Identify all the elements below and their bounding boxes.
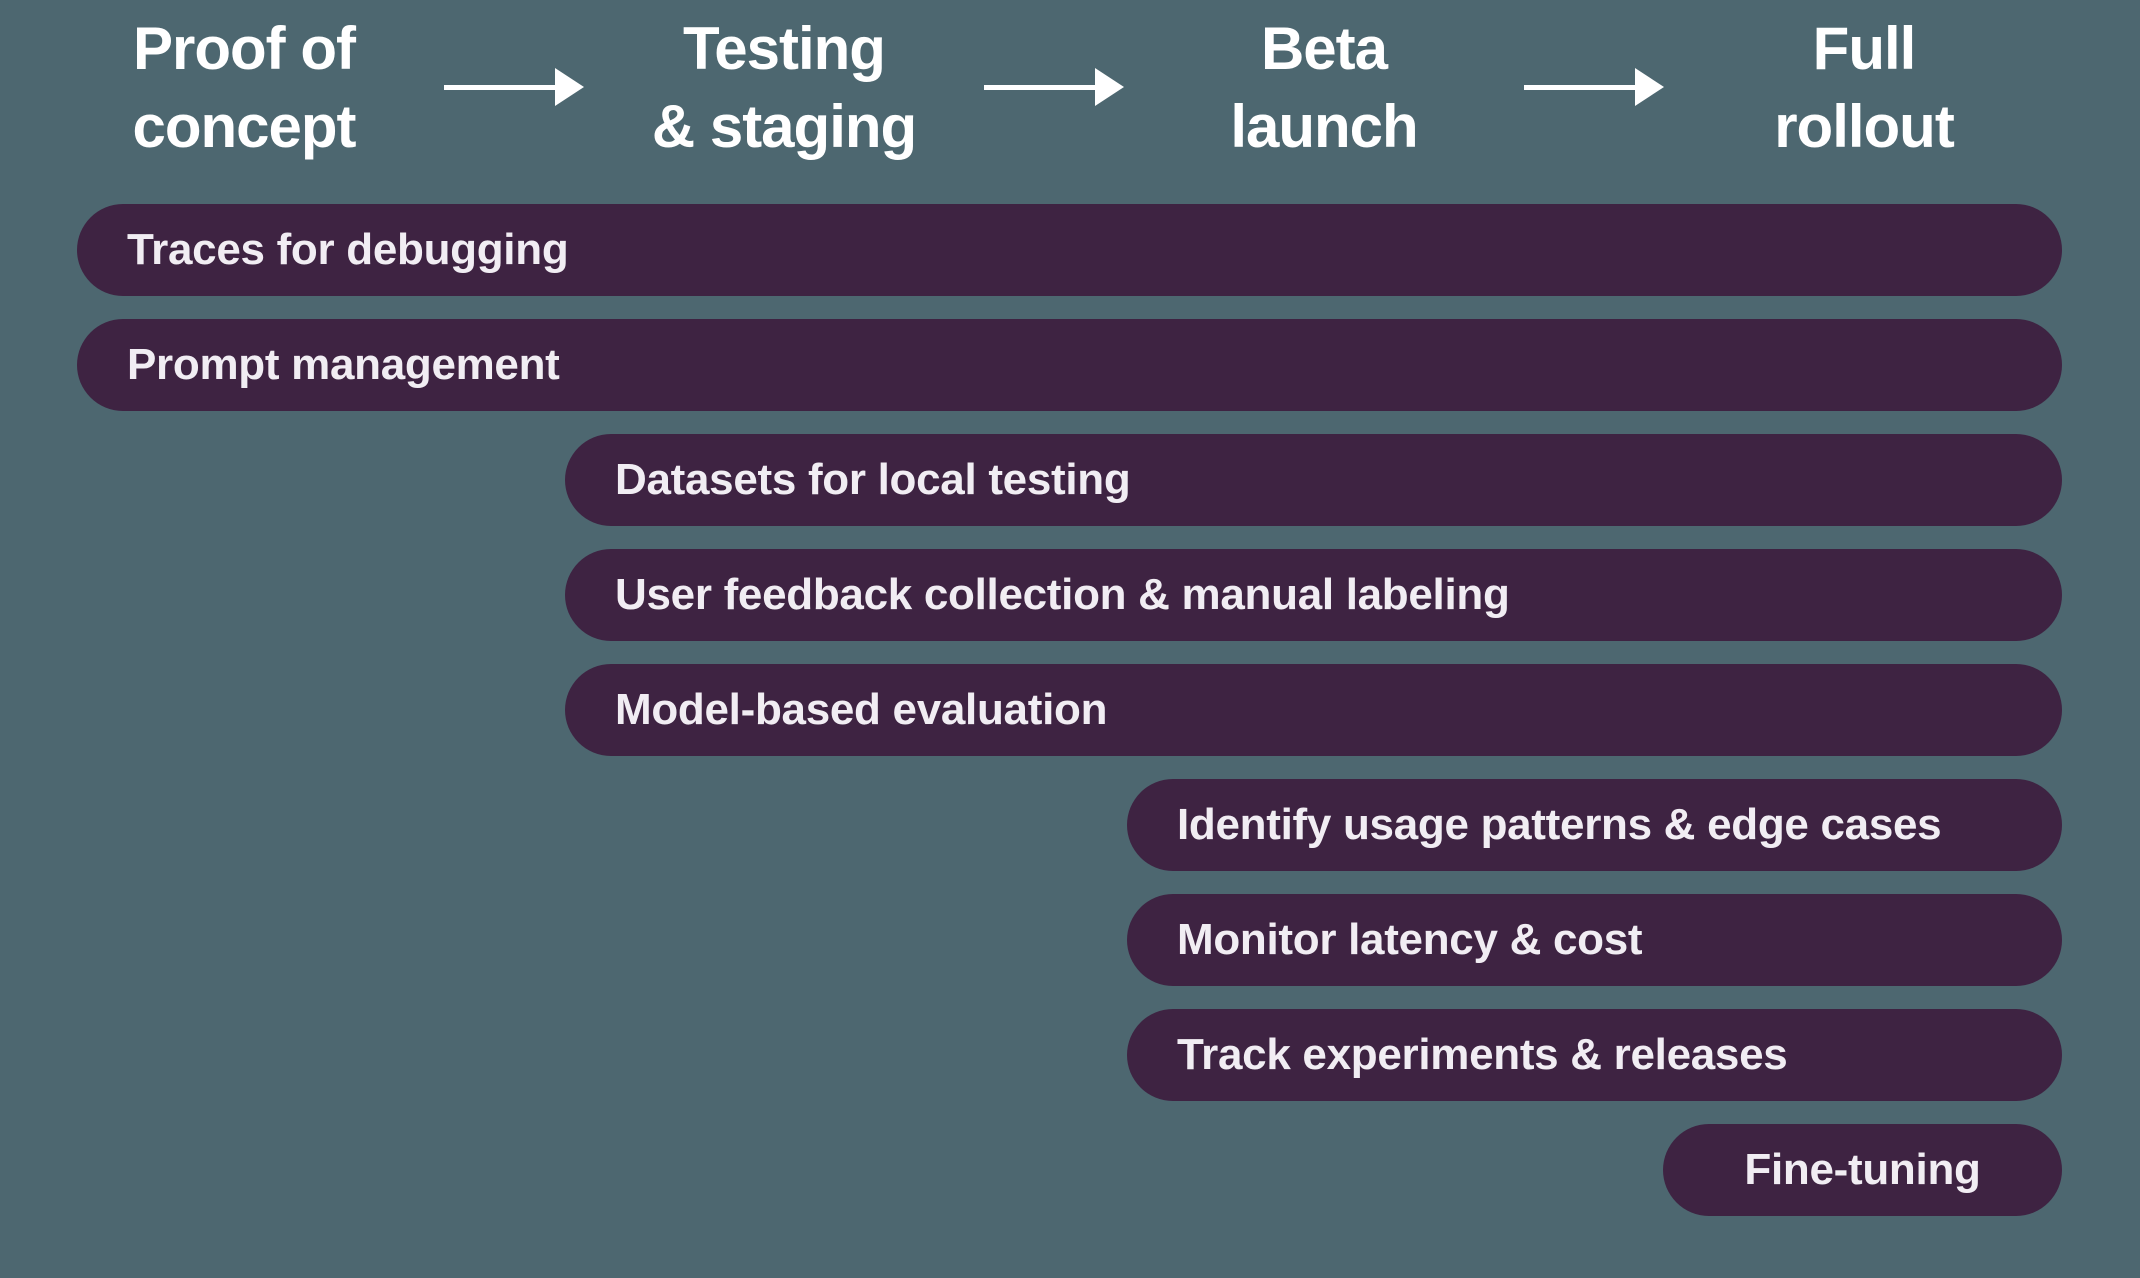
bar-monitor-latency-cost: Monitor latency & cost bbox=[1127, 894, 2062, 986]
bar-label: Fine-tuning bbox=[1744, 1145, 1981, 1194]
bar-label: Model-based evaluation bbox=[615, 685, 1108, 734]
bar-datasets-for-local-testing: Datasets for local testing bbox=[565, 434, 2062, 526]
stage-label-full-rollout: Full rollout bbox=[1644, 10, 2084, 166]
bar-label: Prompt management bbox=[127, 340, 560, 389]
stage-line-1: Proof of bbox=[133, 15, 356, 82]
bar-track-experiments-releases: Track experiments & releases bbox=[1127, 1009, 2062, 1101]
bar-label: Identify usage patterns & edge cases bbox=[1177, 800, 1942, 849]
bar-label: Monitor latency & cost bbox=[1177, 915, 1643, 964]
arrow-line bbox=[1524, 84, 1635, 90]
stage-line-1: Testing bbox=[683, 15, 886, 82]
right-arrow-icon bbox=[1524, 68, 1664, 106]
stage-line-2: rollout bbox=[1774, 93, 1955, 160]
stage-line-1: Beta bbox=[1260, 15, 1388, 82]
bar-traces-for-debugging: Traces for debugging bbox=[77, 204, 2062, 296]
stage-line-2: & staging bbox=[651, 93, 917, 160]
stage-label-testing-staging: Testing & staging bbox=[564, 10, 1004, 166]
bar-label: User feedback collection & manual labeli… bbox=[615, 570, 1510, 619]
stage-label-proof-of-concept: Proof of concept bbox=[24, 10, 464, 166]
stage-line-1: Full bbox=[1812, 15, 1917, 82]
bar-label: Traces for debugging bbox=[127, 225, 569, 274]
stage-line-2: concept bbox=[132, 93, 356, 160]
arrow-head bbox=[1635, 68, 1664, 106]
arrow-head bbox=[555, 68, 584, 106]
bar-identify-usage-patterns: Identify usage patterns & edge cases bbox=[1127, 779, 2062, 871]
arrow-line bbox=[984, 84, 1095, 90]
right-arrow-icon bbox=[444, 68, 584, 106]
bar-user-feedback-collection: User feedback collection & manual labeli… bbox=[565, 549, 2062, 641]
bar-label: Datasets for local testing bbox=[615, 455, 1131, 504]
bar-prompt-management: Prompt management bbox=[77, 319, 2062, 411]
right-arrow-icon bbox=[984, 68, 1124, 106]
stage-label-beta-launch: Beta launch bbox=[1104, 10, 1544, 166]
bar-label: Track experiments & releases bbox=[1177, 1030, 1788, 1079]
arrow-line bbox=[444, 84, 555, 90]
stage-line-2: launch bbox=[1230, 93, 1418, 160]
bar-model-based-evaluation: Model-based evaluation bbox=[565, 664, 2062, 756]
bar-fine-tuning: Fine-tuning bbox=[1663, 1124, 2062, 1216]
arrow-head bbox=[1095, 68, 1124, 106]
